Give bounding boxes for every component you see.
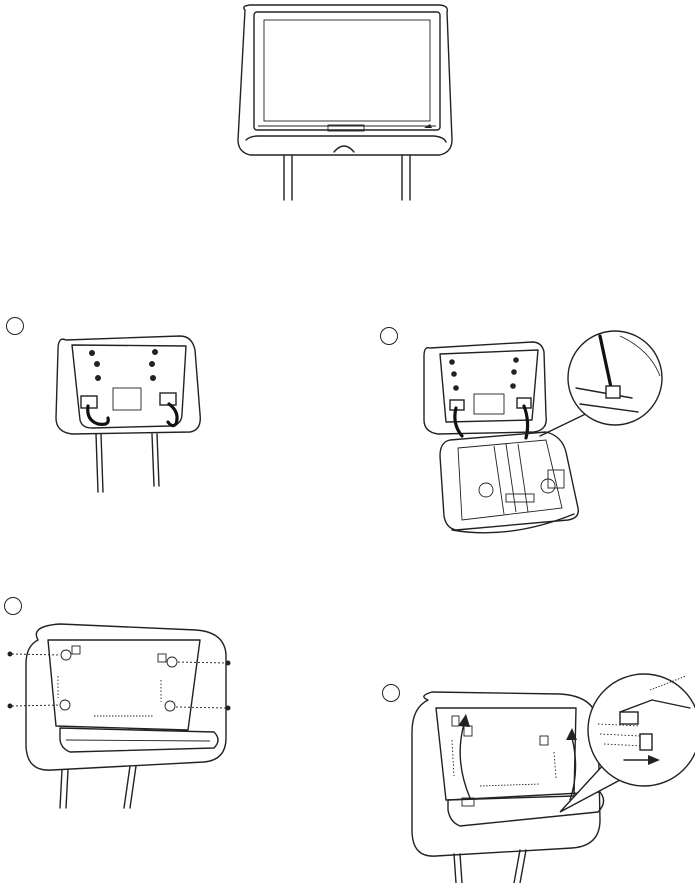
- monitor-overview: [238, 5, 452, 200]
- step-1-figure: [56, 336, 200, 492]
- step-1-badge: [6, 317, 24, 335]
- step-2-badge: [380, 327, 398, 345]
- step-4-badge: [382, 684, 400, 702]
- step-2-figure: [424, 331, 662, 533]
- step-3-badge: [4, 597, 22, 615]
- step-4-figure: [412, 674, 695, 883]
- step-3-figure: [8, 624, 231, 808]
